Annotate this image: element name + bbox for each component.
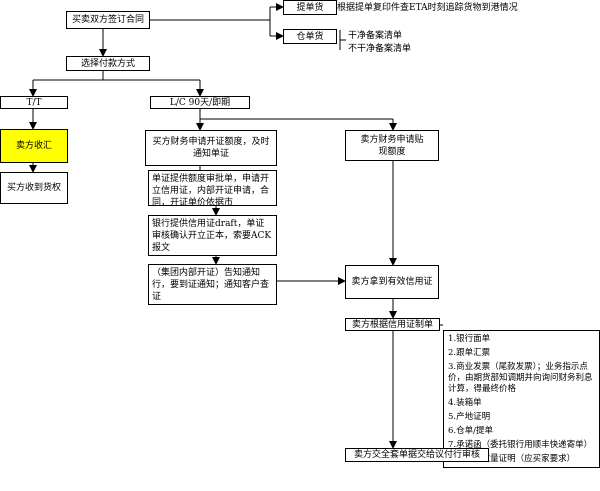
cangdan-node: 仓单货 [283,29,337,44]
document-item: 6.仓单/提单 [448,426,493,436]
buyer-finance-node: 买方财务申请开证额度，及时通知单证 [145,130,277,166]
tidan-description: 根据提单复印件查ETA时刻追踪货物到港情况 [337,3,518,13]
start-node: 买卖双方签订合同 [66,11,150,29]
cangdan-option-unclean: 不干净备案清单 [348,44,412,54]
tidan-node: 提单货 [283,0,337,15]
seller-finance-node: 卖方财务申请贴现额度 [345,130,439,161]
tt-node: T/T [0,96,68,109]
lc-node: L/C 90天/即期 [150,96,250,109]
select-payment-node: 选择付款方式 [66,56,150,71]
seller-prepare-docs-node: 卖方根据信用证制单 [345,318,440,331]
buyer-rights-node: 买方收到货权 [0,172,68,204]
cangdan-option-clean: 干净备案清单 [348,31,403,41]
document-item: 7.承诺函（委托银行用顺丰快递寄单） [448,440,593,450]
document-item: 2.跟单汇票 [448,348,491,358]
group-notice-node: （集团内部开证）告知通知行，要到证通知；通知客户查证 [148,264,277,305]
bank-draft-node: 银行提供信用证draft，单证审核确认开立正本，索要ACK报文 [148,215,277,256]
doc-limit-node: 单证提供额度审批单，申请开立信用证，内部开证申请，合同，开证单价依据市 [148,170,277,206]
documents-list: 1.银行面单 2.跟单汇票 3.商业发票（尾款发票）；业务指示点价，由期货部知调… [443,330,600,468]
document-item: 8.质量、数量证明（应买家要求） [448,454,576,464]
seller-submit-node: 卖方交全套单据交给议付行审核 [345,448,489,462]
seller-get-lc-node: 卖方拿到有效信用证 [345,265,439,299]
document-item: 3.商业发票（尾款发票）；业务指示点价，由期货部知调期并向询问财务利息计算，得最… [448,362,593,394]
document-item: 5.产地证明 [448,412,491,422]
document-item: 1.银行面单 [448,334,491,344]
document-item: 4.装箱单 [448,398,482,408]
seller-receive-node: 卖方收汇 [0,129,68,163]
